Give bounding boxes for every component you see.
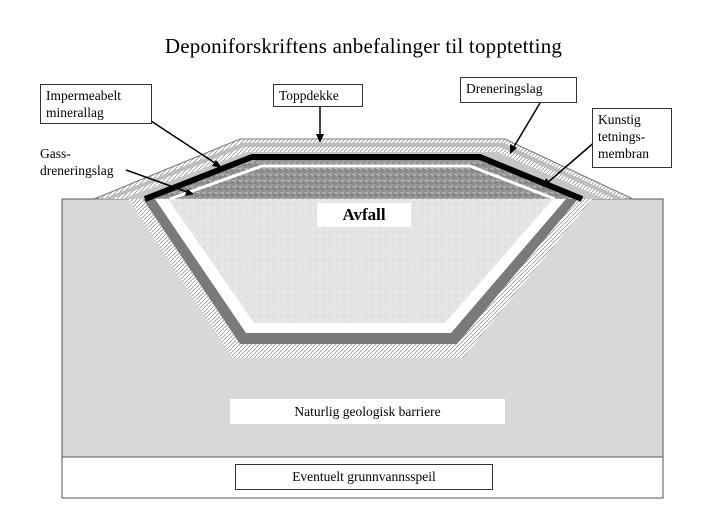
- label-naturlig-geologisk-barriere: Naturlig geologisk barriere: [230, 399, 505, 424]
- gas-drainage-layer: [147, 160, 585, 199]
- synthetic-membrane: [143, 154, 584, 202]
- arrow-gass: [185, 189, 194, 196]
- label-dreneringslag-text: Dreneringslag: [466, 81, 543, 96]
- label-kunstig-line3: membran: [598, 146, 649, 161]
- gas-drainage-white-line: [169, 164, 556, 201]
- arrow-impermeabelt: [212, 160, 222, 168]
- label-impermeabelt-line2: minerallag: [46, 105, 104, 120]
- diagram-title: Deponiforskriftens anbefalinger til topp…: [164, 34, 563, 58]
- label-toppdekke-text: Toppdekke: [279, 88, 339, 103]
- label-kunstig-tetningsmembran: Kunstig tetnings- membran: [592, 108, 672, 168]
- label-kunstig-line2: tetnings-: [598, 129, 646, 144]
- label-gass-line2: dreneringslag: [40, 163, 114, 178]
- label-dreneringslag: Dreneringslag: [460, 77, 577, 103]
- label-toppdekke: Toppdekke: [273, 84, 363, 107]
- leader-dreneringslag: [511, 102, 541, 151]
- arrow-toppdekke: [316, 134, 324, 143]
- label-gass-dreneringslag: Gass- dreneringslag: [40, 145, 113, 179]
- label-kunstig-line1: Kunstig: [598, 112, 641, 127]
- arrow-kunstig: [543, 178, 551, 187]
- leader-gass: [125, 169, 191, 194]
- label-eventuelt-grunnvannsspeil: Eventuelt grunnvannsspeil: [235, 464, 493, 490]
- label-gass-line1: Gass-: [40, 146, 71, 161]
- waste-body: [168, 199, 553, 323]
- arrow-dreneringslag: [510, 144, 517, 154]
- label-impermeabelt-minerallag: Impermeabelt minerallag: [40, 84, 152, 124]
- leader-impermeabelt: [147, 118, 219, 166]
- label-avfall: Avfall: [317, 203, 411, 227]
- leader-kunstig: [545, 139, 598, 185]
- label-impermeabelt-line1: Impermeabelt: [46, 88, 121, 103]
